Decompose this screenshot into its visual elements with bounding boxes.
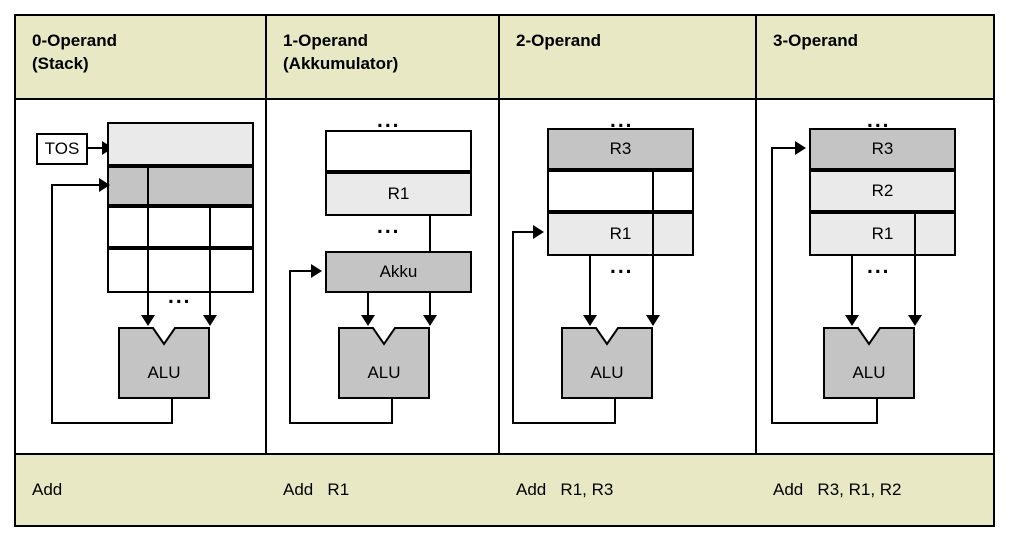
instruction-one-operand: Add R1 [283,480,350,499]
writeback-line-down [391,398,393,424]
operand-arrow-a-icon [361,315,375,326]
regfile-top-ellipsis: ... [867,109,891,132]
regfile-bottom-ellipsis: ... [610,255,634,278]
diagram-two-operand: ... R3 R1 ... ALU [500,100,755,453]
writeback-arrow-icon [99,178,110,192]
column-divider-2 [498,16,500,525]
register-cell-r3: R3 [809,128,956,170]
instruction-two-operand: Add R1, R3 [516,480,614,499]
tos-connector-line [88,147,104,149]
writeback-line-bottom [51,422,173,424]
regfile-bottom-ellipsis: ... [377,215,401,238]
operand-arrow-b-icon [908,315,922,326]
register-cell-r1: R1 [809,212,956,256]
alu-block: ALU [561,327,653,399]
tos-label: TOS [36,133,88,165]
alu-label: ALU [147,363,181,382]
operand-line-b [914,212,916,321]
alu-block: ALU [823,327,915,399]
header-cell-two-operand: 2-Operand [516,31,602,50]
operand-line-b [652,170,654,321]
writeback-line-top [512,231,535,233]
operand-line-a [851,254,853,321]
writeback-arrow-icon [533,225,544,239]
writeback-arrow-icon [795,141,806,155]
header-cell-one-operand: 1-Operand (Akkumulator) [283,31,399,73]
stack-cell-0 [107,122,254,166]
writeback-line-bottom [771,422,878,424]
operand-arrow-a-icon [583,315,597,326]
operand-line-a [367,293,369,321]
instruction-three-operand: Add R3, R1, R2 [773,480,902,499]
writeback-line-down [876,398,878,424]
operand-line-a [589,254,591,321]
operand-line-b [209,206,211,321]
diagram-zero-operand: TOS ... [16,100,265,453]
writeback-line-top [51,184,101,186]
stack-ellipsis: ... [168,285,192,308]
stack-cell-1 [107,166,254,206]
alu-label: ALU [367,363,401,382]
instruction-zero-operand: Add [32,480,63,499]
writeback-line-top [771,147,797,149]
register-cell-r1: R1 [325,172,472,216]
table-footer-row: Add Add R1 Add R1, R3 Add R3, R1, R2 [16,453,993,525]
writeback-line-top [289,270,313,272]
operand-arrow-b-icon [203,315,217,326]
column-divider-1 [265,16,267,525]
regfile-bottom-ellipsis: ... [867,255,891,278]
operand-format-table: 0-Operand (Stack) 1-Operand (Akkumulator… [14,14,995,527]
writeback-line-bottom [512,422,616,424]
writeback-line-up [289,270,291,424]
alu-label: ALU [590,363,624,382]
diagram-three-operand: ... R3 R2 R1 ... ALU [757,100,993,453]
writeback-line-up [51,184,53,424]
operand-arrow-a-icon [845,315,859,326]
alu-block: ALU [338,327,430,399]
alu-block: ALU [118,327,210,399]
column-divider-3 [755,16,757,525]
operand-arrow-a-icon [141,315,155,326]
header-cell-zero-operand: 0-Operand (Stack) [32,31,118,73]
writeback-line-bottom [289,422,393,424]
regfile-top-ellipsis: ... [377,109,401,132]
diagram-one-operand: ... R1 ... Akku ALU [267,100,498,453]
operand-line-a [147,166,149,321]
register-cell-r1: R1 [547,212,694,256]
writeback-line-up [512,231,514,424]
stack-cell-2 [107,206,254,248]
alu-label: ALU [852,363,886,382]
writeback-line-up [771,147,773,424]
stack-cell-3 [107,248,254,293]
regfile-top-ellipsis: ... [610,109,634,132]
operand-arrow-b-icon [423,315,437,326]
table-header-row: 0-Operand (Stack) 1-Operand (Akkumulator… [16,16,993,100]
diagram-row: TOS ... [16,100,993,453]
header-cell-three-operand: 3-Operand [773,31,859,50]
register-cell-r2: R2 [809,170,956,212]
accumulator-block: Akku [325,251,472,293]
writeback-line-down [171,398,173,424]
writeback-arrow-icon [311,264,322,278]
writeback-line-down [614,398,616,424]
operand-arrow-b-icon [646,315,660,326]
register-cell-empty [547,170,694,212]
register-cell-empty [325,130,472,172]
register-cell-r3: R3 [547,128,694,170]
